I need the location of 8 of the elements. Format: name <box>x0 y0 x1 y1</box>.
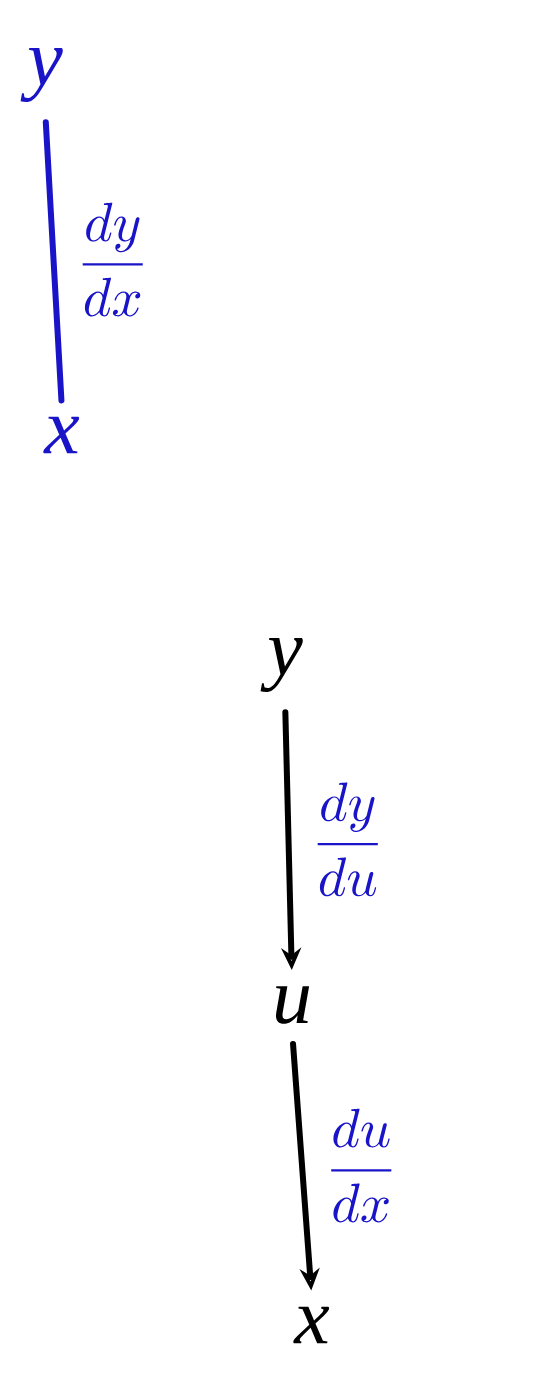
variable-letter: y <box>260 638 303 692</box>
variable-letter: x <box>43 416 80 454</box>
variable-letter: y <box>20 48 63 102</box>
variable-letter: x <box>293 1306 330 1344</box>
variable-letter: u <box>276 986 310 1024</box>
edge-label: $\frac{du}{dx}$ <box>331 1108 392 1223</box>
edge-label: $\frac{dy}{dx}$ <box>82 202 143 317</box>
edge-label: $\frac{dy}{du}$ <box>317 782 378 897</box>
